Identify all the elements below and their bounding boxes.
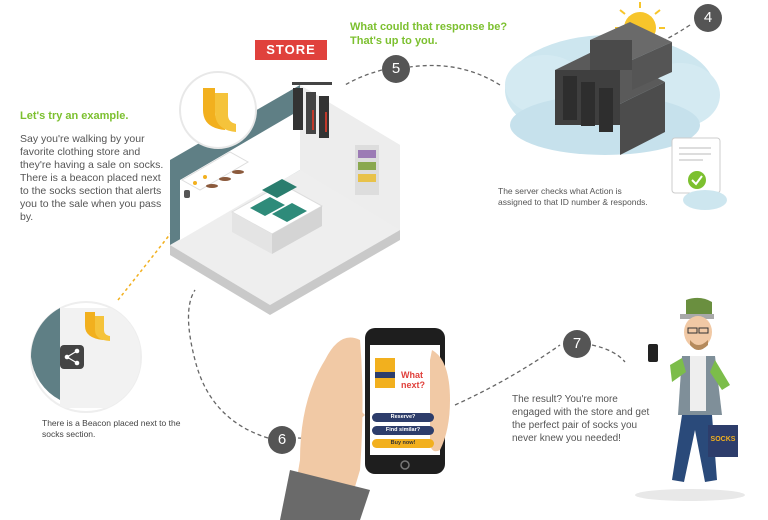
beacon-caption: There is a Beacon placed next to the soc… xyxy=(42,418,181,439)
flow-path-7-man xyxy=(591,344,626,363)
bag-label: SOCKS xyxy=(710,436,736,443)
reserve-button[interactable]: Reserve? xyxy=(372,413,434,422)
flow-path-6 xyxy=(187,289,269,439)
beacon-circle xyxy=(30,301,142,413)
step-7-badge: 7 xyxy=(563,330,591,358)
check-icon xyxy=(688,171,706,189)
flow-path-4 xyxy=(659,24,691,43)
flow-paths xyxy=(187,24,691,440)
flow-path-5-to-store xyxy=(344,69,383,86)
store-beacon-icon xyxy=(184,190,190,198)
socks-circle xyxy=(179,71,257,149)
response-question: What could that response be? That's up t… xyxy=(350,21,508,47)
hand-phone-illustration xyxy=(280,328,450,520)
socks-bag xyxy=(708,425,738,457)
store-sign: STORE xyxy=(255,40,327,60)
buy-now-button[interactable]: Buy now! xyxy=(372,439,434,448)
step-4-badge: 4 xyxy=(694,4,722,32)
result-text: The result? You're more engaged with the… xyxy=(512,394,650,444)
flow-path-7 xyxy=(454,344,561,406)
phone-title: What next? xyxy=(401,370,426,390)
find-similar-button[interactable]: Find similar? xyxy=(372,426,434,435)
step-5-badge: 5 xyxy=(382,55,410,83)
cloud-server-illustration xyxy=(505,2,727,210)
flow-path-5 xyxy=(409,64,501,86)
server-caption: The server checks what Action is assigne… xyxy=(498,186,648,207)
man-illustration xyxy=(635,297,745,501)
step-6-badge: 6 xyxy=(268,426,296,454)
intro-body: Say you're walking by your favorite clot… xyxy=(20,133,164,223)
share-icon xyxy=(60,345,84,369)
intro-title: Let's try an example. xyxy=(20,110,129,122)
